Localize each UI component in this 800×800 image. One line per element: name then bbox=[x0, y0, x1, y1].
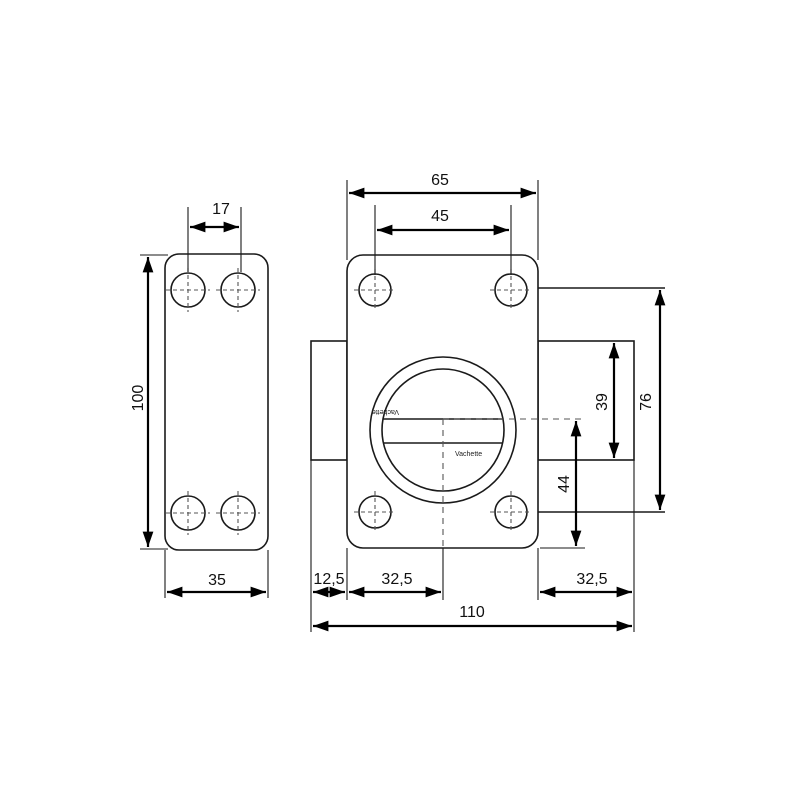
screw-hole-icon bbox=[166, 491, 210, 535]
dim-label-45: 45 bbox=[431, 208, 449, 225]
dim-label-12-5: 12,5 bbox=[313, 571, 344, 588]
dim-label-100: 100 bbox=[130, 385, 147, 412]
strike-plate bbox=[164, 253, 269, 551]
screw-hole-icon bbox=[490, 491, 532, 533]
brand-logo-inverted: Vachette bbox=[372, 408, 399, 415]
brand-logo: Vachette bbox=[455, 451, 482, 458]
screw-hole-icon bbox=[216, 268, 260, 312]
dim-label-17: 17 bbox=[212, 201, 230, 218]
dim-label-39: 39 bbox=[594, 393, 611, 411]
dimension-lines bbox=[140, 180, 666, 632]
dim-label-110: 110 bbox=[459, 604, 485, 621]
lock-body: Vachette Vachette bbox=[310, 254, 665, 549]
dim-label-35: 35 bbox=[208, 572, 226, 589]
screw-hole-icon bbox=[166, 268, 210, 312]
screw-hole-icon bbox=[354, 269, 396, 311]
plate-holes bbox=[166, 268, 260, 535]
dim-label-32-5-left: 32,5 bbox=[381, 571, 412, 588]
dimension-labels: 17 100 35 65 45 39 76 44 12,5 32,5 32,5 … bbox=[130, 172, 655, 621]
dim-label-32-5-right: 32,5 bbox=[576, 571, 607, 588]
screw-hole-icon bbox=[216, 491, 260, 535]
screw-hole-icon bbox=[354, 491, 396, 533]
dim-label-44: 44 bbox=[556, 475, 573, 493]
dim-label-65: 65 bbox=[431, 172, 449, 189]
dim-label-76: 76 bbox=[638, 393, 655, 411]
